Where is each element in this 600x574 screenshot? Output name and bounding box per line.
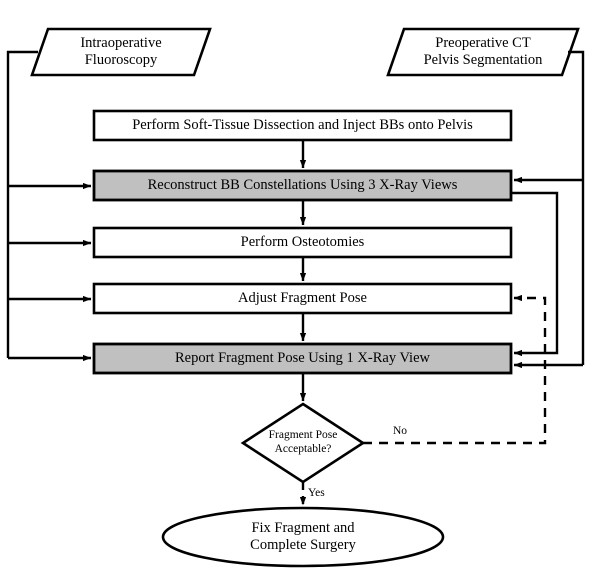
node-step-reconstruct-shape	[92, 169, 513, 202]
node-step-report-shape	[92, 342, 513, 375]
node-input-fluoroscopy-shape	[30, 27, 212, 77]
edge-ct-bus	[568, 50, 585, 365]
node-step-adjust-shape	[92, 282, 513, 315]
node-terminal-fix-shape	[161, 506, 445, 568]
node-step-dissection-shape	[92, 109, 513, 142]
edge-decision-no-to-adjust	[363, 294, 547, 445]
node-step-osteotomies-shape	[92, 226, 513, 259]
edge-fluoroscopy-bus	[6, 50, 38, 358]
node-input-ct-shape	[386, 27, 580, 77]
edge-reconstruct-to-report-loop	[511, 191, 559, 357]
node-decision-acceptable-shape	[240, 402, 366, 484]
